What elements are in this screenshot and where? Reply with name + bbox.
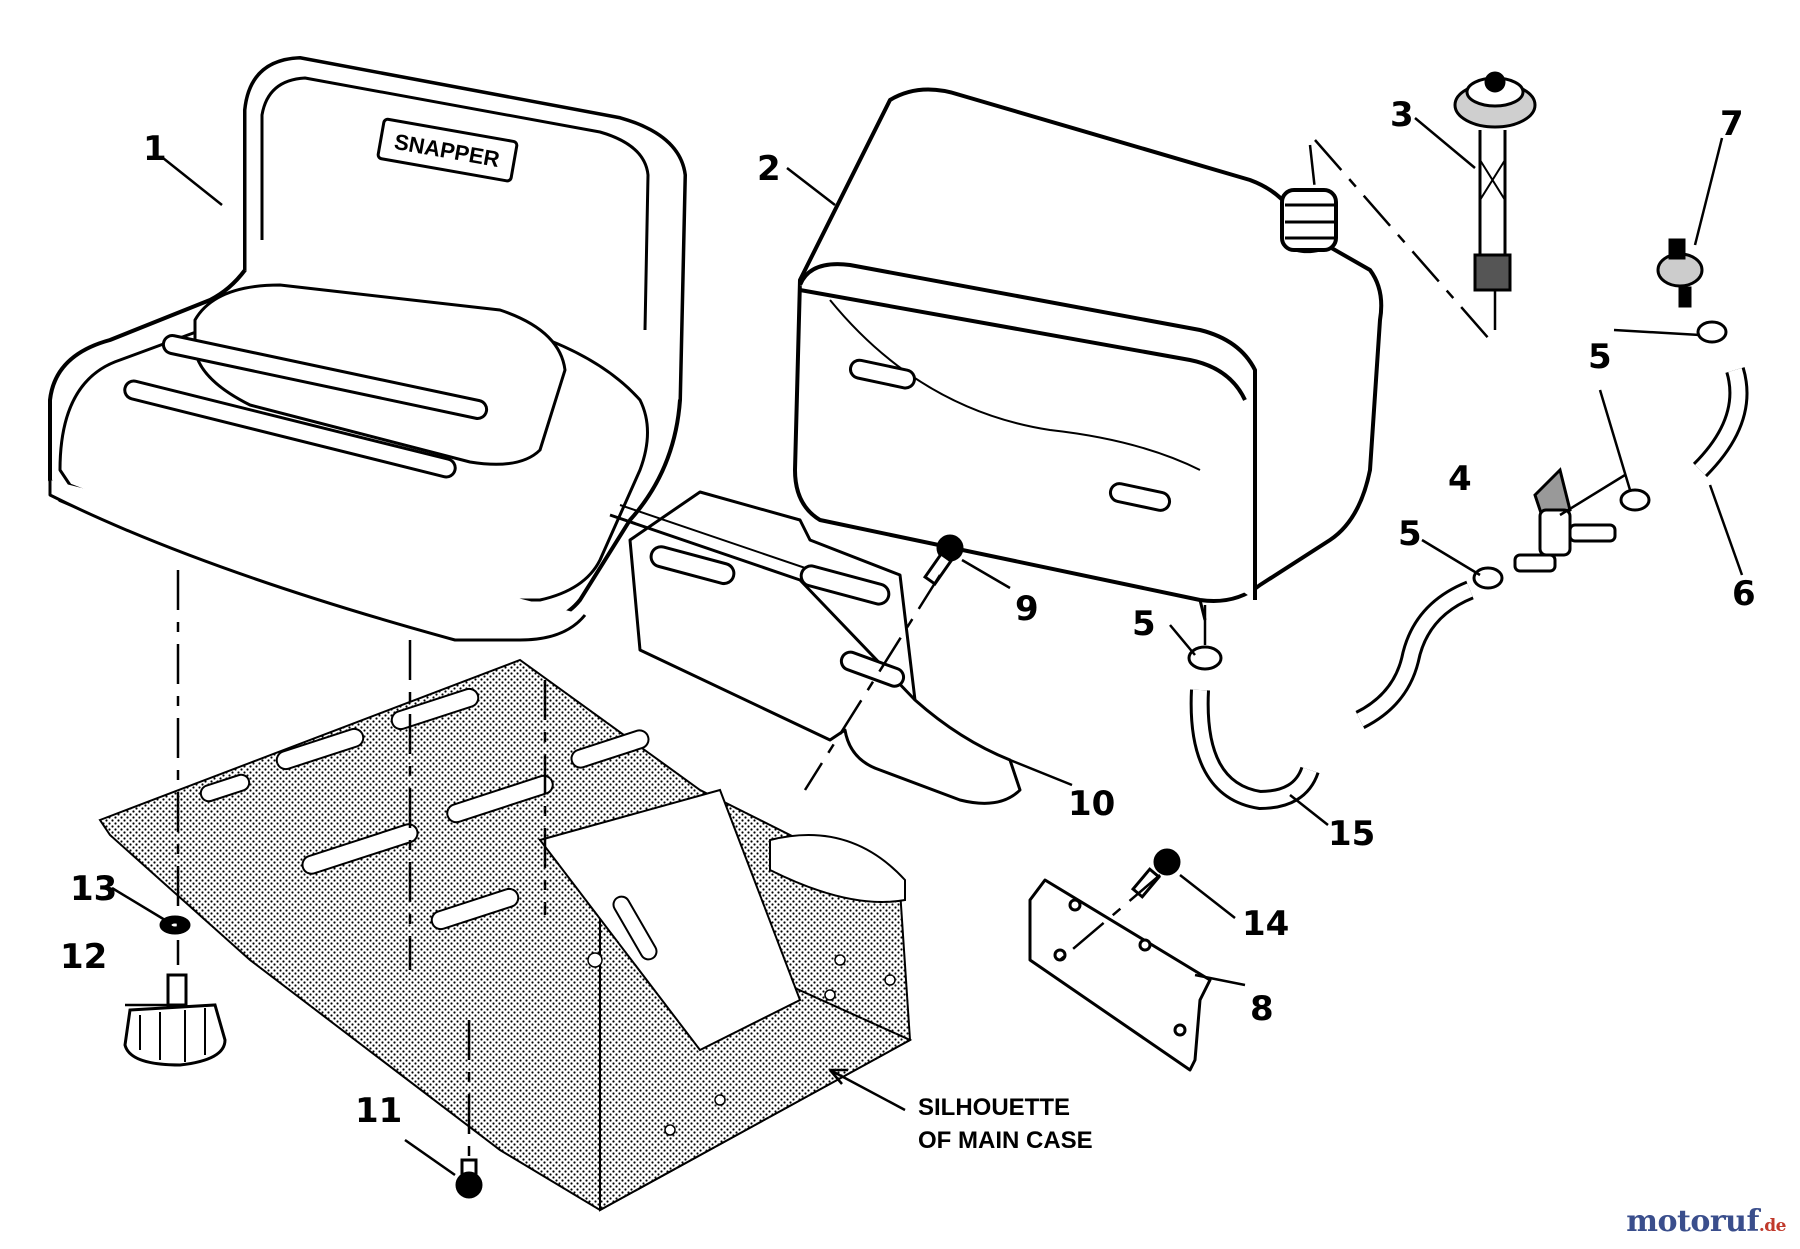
callout-numbers: 1 2 3 7 5 4 5 5 6 9 10 15 14 8 13 12 11 … [60, 95, 1756, 1131]
callout-fuel-hose-upper: 6 [1732, 574, 1756, 614]
callout-clamp-b: 5 [1398, 514, 1422, 554]
fuel-gauge-cap [1453, 71, 1537, 292]
seat: SNAPPER [48, 56, 687, 642]
callout-bolt-upper: 9 [1015, 589, 1039, 629]
seat-bolt [455, 1158, 483, 1199]
callout-tank-support: 10 [1068, 784, 1115, 824]
main-case-note-line1: SILHOUETTE [918, 1094, 1070, 1121]
watermark-logo: motoruf.de [1626, 1204, 1786, 1239]
main-case-note: SILHOUETTE OF MAIN CASE [918, 1094, 1093, 1154]
callout-shutoff-valve: 4 [1448, 459, 1472, 499]
callout-tank-bracket: 8 [1250, 989, 1274, 1029]
callout-clamp-c: 5 [1132, 604, 1156, 644]
callout-seat-knob: 12 [60, 937, 107, 977]
callout-fuel-gauge-cap: 3 [1390, 95, 1414, 135]
tank-bracket [1028, 878, 1212, 1072]
watermark-tld: .de [1758, 1216, 1787, 1236]
fuel-hoses [1189, 367, 1749, 811]
bolt-upper [922, 534, 964, 586]
callout-clamp-a: 5 [1588, 337, 1612, 377]
bracket-bolt [1130, 848, 1181, 899]
shutoff-valve [1513, 467, 1617, 573]
callout-washer: 13 [70, 869, 117, 909]
washer [159, 915, 191, 935]
hose-clamps [1187, 320, 1728, 671]
tank-support-pan [609, 490, 1022, 805]
fuel-filter [1656, 238, 1704, 308]
main-case-silhouette [98, 658, 913, 1212]
callout-seat: 1 [143, 129, 167, 169]
fuel-tank [793, 87, 1384, 621]
tank-filler-neck [1280, 188, 1338, 252]
assembly-lines [176, 139, 1497, 1165]
callout-fuel-filter: 7 [1720, 104, 1744, 144]
bolts-and-knob [123, 534, 1181, 1199]
callout-fuel-tank: 2 [757, 149, 781, 189]
callout-bracket-bolt: 14 [1242, 904, 1289, 944]
callout-leaders [111, 117, 1744, 1177]
seat-knob [123, 973, 227, 1067]
main-case-note-line2: OF MAIN CASE [918, 1127, 1093, 1154]
callout-seat-bolt: 11 [355, 1091, 402, 1131]
watermark-brand: motoruf [1626, 1204, 1759, 1239]
callout-fuel-hose-lower: 15 [1328, 814, 1375, 854]
